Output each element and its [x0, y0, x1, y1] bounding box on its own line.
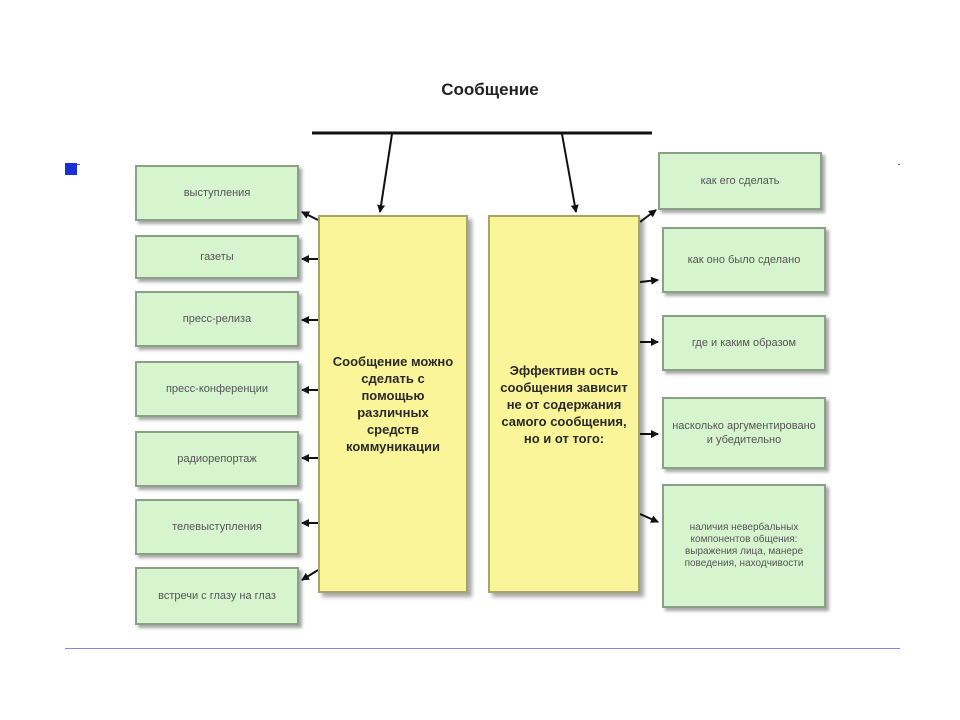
- left-item: пресс-релиза: [135, 291, 299, 347]
- left-item: выступления: [135, 165, 299, 221]
- arrow-right-1: [639, 276, 659, 285]
- diagram-title: Сообщение: [441, 80, 539, 99]
- right-item: насколько аргументировано и убедительно: [662, 397, 826, 469]
- arrow-to-center-left: [377, 133, 393, 213]
- left-item: газеты: [135, 235, 299, 279]
- arrow-left-0: [301, 211, 319, 221]
- arrow-to-center-right: [561, 133, 579, 213]
- right-item: как оно было сделано: [662, 227, 826, 293]
- center-left-box: Сообщение можно сделать с помощью различ…: [318, 215, 468, 593]
- slide-footer-line: [65, 648, 900, 649]
- center-right-box: Эффективн ость сообщения зависит не от с…: [488, 215, 640, 593]
- right-item: как его сделать: [658, 152, 822, 210]
- right-item: наличия невербальных компонентов общения…: [662, 484, 826, 608]
- left-item: встречи с глазу на глаз: [135, 567, 299, 625]
- center-left-text: Сообщение можно сделать с помощью различ…: [332, 354, 454, 454]
- center-right-text: Эффективн ость сообщения зависит не от с…: [500, 362, 628, 446]
- diagram-canvas: Сообщение Сообщение можно сделать с помо…: [80, 72, 898, 638]
- arrow-right-4: [639, 513, 659, 523]
- right-item: где и каким образом: [662, 315, 826, 371]
- left-item: пресс-конференции: [135, 361, 299, 417]
- connector-wires: [301, 131, 659, 581]
- arrow-left-6: [301, 569, 319, 581]
- arrow-right-0: [639, 209, 657, 223]
- left-item: радиорепортаж: [135, 431, 299, 487]
- bullet-square-icon: [65, 163, 77, 175]
- left-item: телевыступления: [135, 499, 299, 555]
